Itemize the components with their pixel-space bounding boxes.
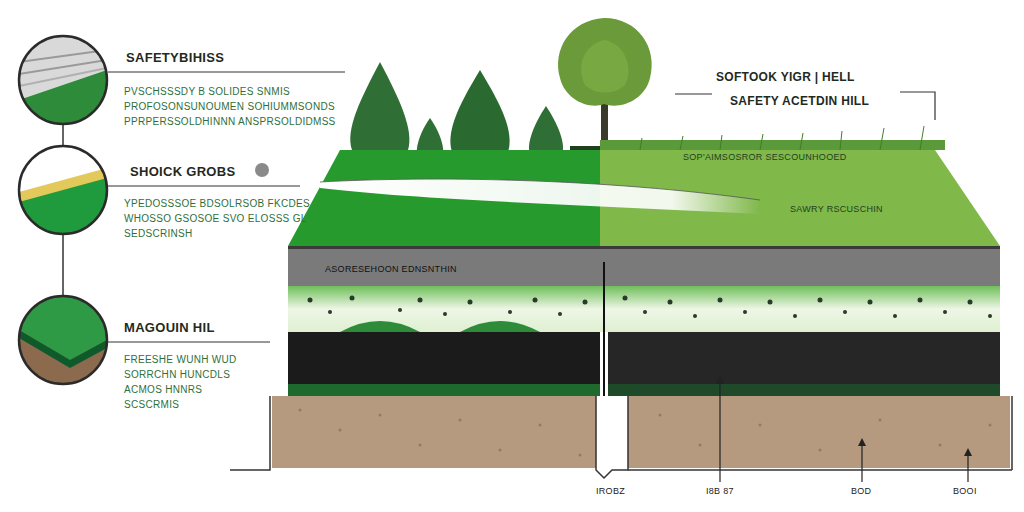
section-body: FREESHE WUNH WUD SORRCHN HUNCDLS ACMOS H… <box>124 352 259 412</box>
section-heading: MAGOUIN HIL <box>124 320 215 336</box>
section-heading: SHOICK GROBS <box>130 164 235 180</box>
section-body: YPEDOSSSOE BDSOLRSOB FKCDES WHOSSO GSOSO… <box>124 196 314 241</box>
layer-label: ASORESEHOON EDNSNTHIN <box>325 264 457 275</box>
dimension-label: BOOI <box>953 486 977 497</box>
dimension-label: IROBZ <box>596 486 625 497</box>
callout-heading: SOFTOOK YIGR | HELL <box>716 70 855 84</box>
surface-label: SAWRY RSCUSCHIN <box>790 204 883 215</box>
surface-label: SOP'AIMSOSROR SESCOUNHOOED <box>683 152 847 163</box>
dimension-label: I8B 87 <box>706 486 734 497</box>
section-body: PVSCHSSSDY B SOLIDES SNMIS PROFOSONSUNOU… <box>124 84 339 129</box>
section-heading: SAFETYBIHISS <box>126 50 224 66</box>
callout-heading: SAFETY ACETDIN HILL <box>730 94 869 108</box>
dimension-label: BOD <box>851 486 871 497</box>
